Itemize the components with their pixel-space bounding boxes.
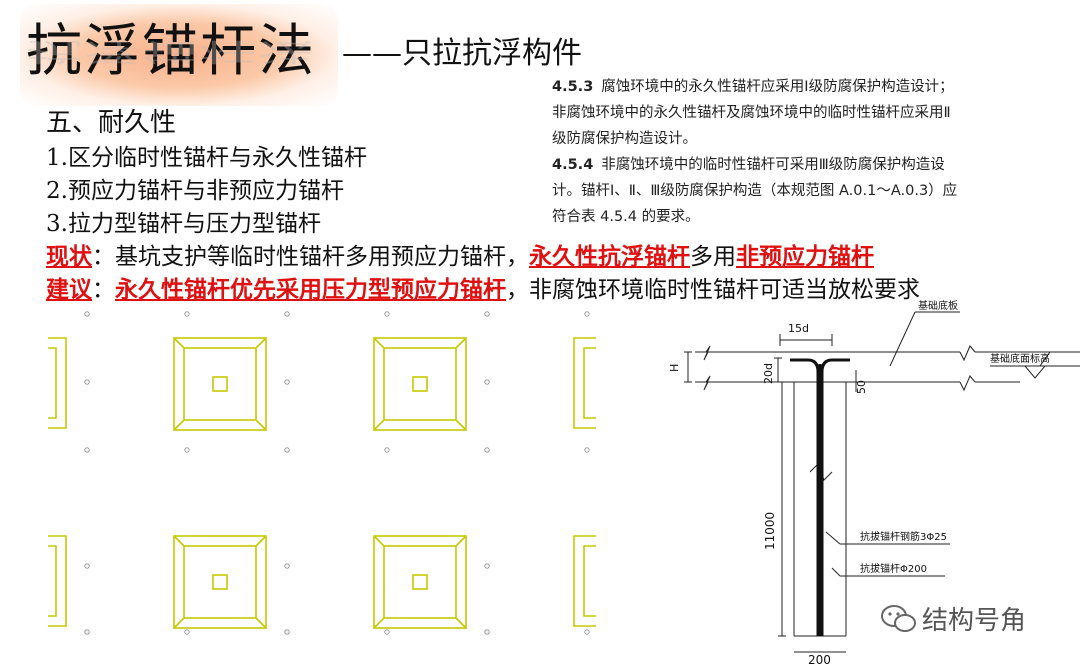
spec-line: 计。锚杆Ⅰ、Ⅱ、Ⅲ级防腐保护构造（本规范图 A.0.1～A.0.3）应 [552, 183, 958, 199]
pile-cap-plan-drawing [48, 311, 596, 635]
status-highlight: 非预应力锚杆 [736, 243, 874, 270]
title-highlight [20, 4, 338, 106]
rebar-bars [790, 358, 850, 636]
dim-50-label: 50 [855, 380, 868, 394]
dim-200-label: 200 [808, 653, 831, 666]
pile-caps [48, 337, 596, 629]
suggestion-text: ，非腐蚀环境临时性锚杆可适当放松要求 [506, 277, 920, 303]
list-item: 2.预应力锚杆与非预应力锚杆 [46, 178, 344, 204]
title-reflection: 抗浮锚杆法 [26, 36, 316, 67]
status-text: 多用 [690, 244, 736, 270]
dim-20d-label: 20d [762, 363, 775, 384]
clause-text: 非腐蚀环境中的临时性锚杆可采用Ⅲ级防腐保护构造设 [601, 157, 945, 173]
grid-dots [84, 311, 590, 635]
suggestion-label: 建议 [46, 276, 92, 303]
suggestion-highlight: 永久性锚杆优先采用压力型预应力锚杆 [115, 276, 506, 303]
spec-line: 非腐蚀环境中的永久性锚杆及腐蚀环境中的临时性锚杆应采用Ⅱ [552, 105, 951, 121]
base-slab-label: 基础底板 [918, 300, 958, 312]
spec-line: 符合表 4.5.4 的要求。 [552, 209, 700, 225]
clause-number: 4.5.4 [552, 157, 594, 173]
list-item: 1.区分临时性锚杆与永久性锚杆 [46, 145, 367, 171]
suggestion-line: 建议：永久性锚杆优先采用压力型预应力锚杆，非腐蚀环境临时性锚杆可适当放松要求 [46, 270, 920, 304]
page-subtitle: ——只拉抗浮构件 [342, 36, 582, 71]
spec-line: 4.5.3 腐蚀环境中的永久性锚杆应采用Ⅰ级防腐保护构造设计； [552, 74, 1072, 100]
dim-H-label: H [668, 364, 681, 372]
anchor-label: 抗拔锚杆Φ200 [860, 562, 927, 575]
section-heading: 五、耐久性 [46, 108, 177, 138]
list-item: 3.拉力型锚杆与压力型锚杆 [46, 211, 321, 237]
code-excerpt: 4.5.3 腐蚀环境中的永久性锚杆应采用Ⅰ级防腐保护构造设计； 非腐蚀环境中的永久… [552, 74, 1072, 230]
watermark-text: 结构号角 [922, 606, 1027, 636]
rebar-label: 抗拔锚杆钢筋3Φ25 [860, 530, 947, 543]
dim-11000-label: 11000 [763, 512, 777, 550]
suggestion-colon: ： [92, 277, 115, 303]
status-colon: ： [92, 244, 115, 270]
clause-number: 4.5.3 [552, 79, 594, 95]
status-highlight: 永久性抗浮锚杆 [529, 243, 690, 270]
page-title: 抗浮锚杆法 [26, 19, 316, 84]
base-elevation-label: 基础底面标高 [990, 352, 1050, 365]
wechat-icon [881, 605, 916, 632]
status-line: 现状：基坑支护等临时性锚杆多用预应力锚杆，永久性抗浮锚杆多用非预应力锚杆 [46, 237, 874, 271]
anchor-detail-drawing: 15d 基础底板 H 20d 50 基础底面标高 11000 抗拔锚杆钢筋3Φ2… [668, 300, 1080, 666]
status-label: 现状 [46, 243, 92, 270]
clause-text: 腐蚀环境中的永久性锚杆应采用Ⅰ级防腐保护构造设计； [601, 79, 954, 95]
dim-15d-label: 15d [788, 322, 809, 335]
status-text: 基坑支护等临时性锚杆多用预应力锚杆， [115, 244, 529, 270]
spec-line: 级防腐保护构造设计。 [552, 131, 697, 147]
spec-line: 4.5.4 非腐蚀环境中的临时性锚杆可采用Ⅲ级防腐保护构造设 [552, 152, 1072, 178]
